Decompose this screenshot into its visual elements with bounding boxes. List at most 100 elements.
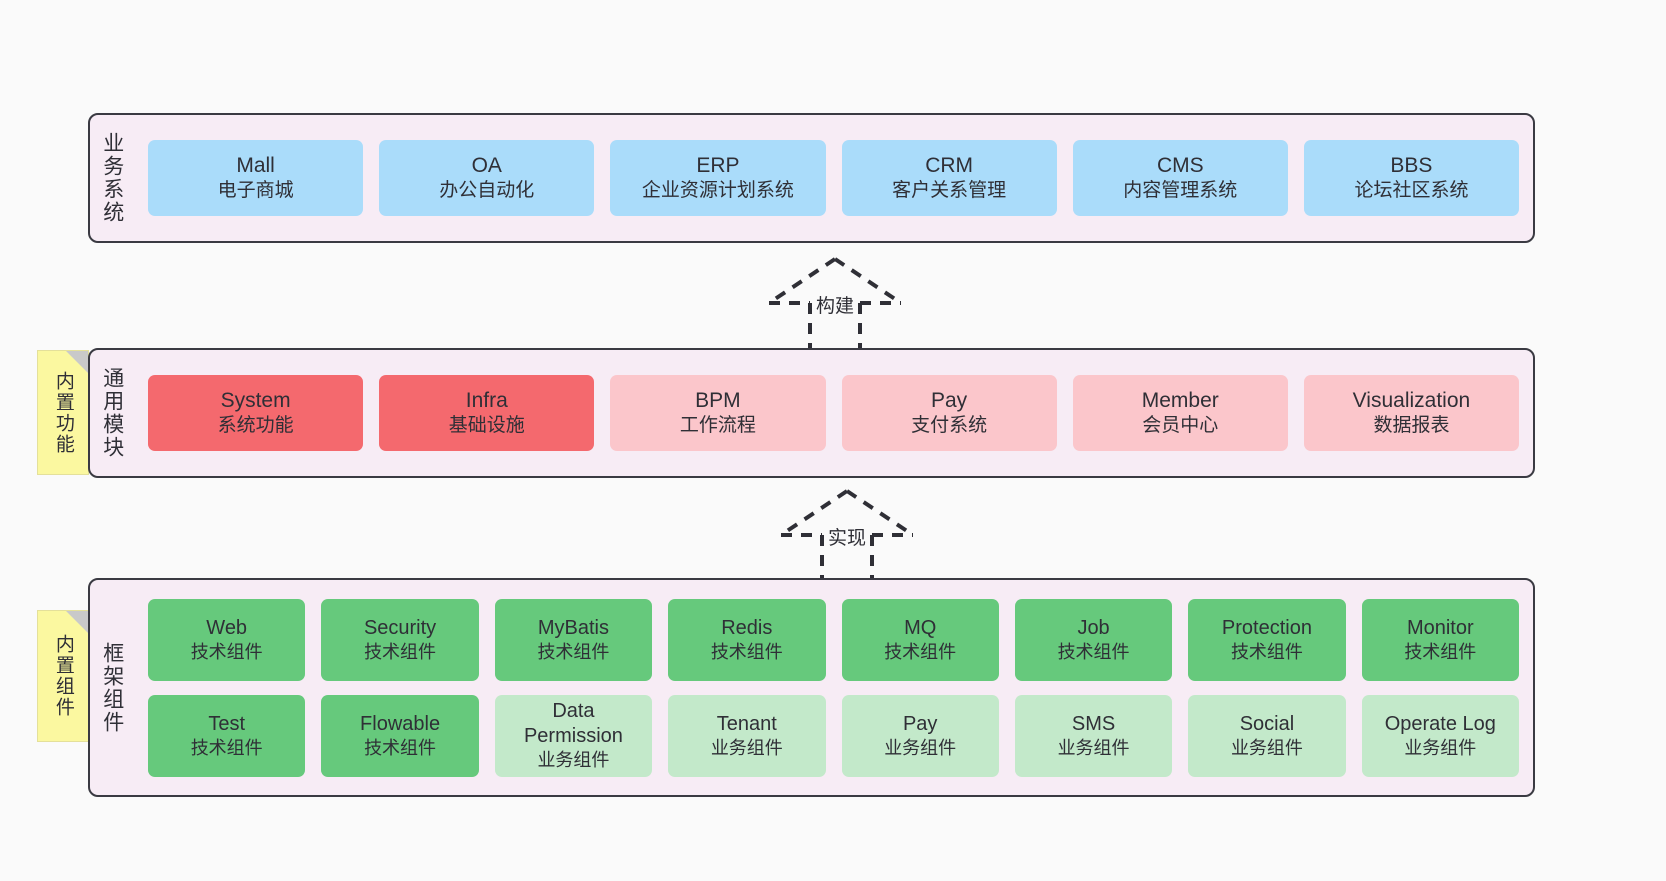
node-test-cn: 技术组件 — [190, 737, 263, 758]
node-bpm[interactable]: BPM 工作流程 — [610, 375, 826, 451]
row-common-modules: System 系统功能 Infra 基础设施 BPM 工作流程 Pay 支付系统… — [148, 375, 1520, 451]
node-tenant-cn: 业务组件 — [710, 737, 783, 758]
node-operate-log[interactable]: Operate Log 业务组件 — [1361, 694, 1519, 777]
node-infra-cn: 基础设施 — [448, 415, 525, 437]
node-mybatis-en: MyBatis — [537, 616, 609, 639]
node-social-en: Social — [1239, 712, 1295, 735]
node-monitor[interactable]: Monitor 技术组件 — [1361, 598, 1519, 681]
row-business-systems: Mall 电子商城 OA 办公自动化 ERP 企业资源计划系统 CRM 客户关系… — [148, 140, 1520, 216]
node-web[interactable]: Web 技术组件 — [148, 598, 306, 681]
node-crm-cn: 客户关系管理 — [892, 180, 1007, 202]
node-member-cn: 会员中心 — [1142, 415, 1219, 437]
layer-title-business-system: 业务系统 — [100, 132, 124, 224]
node-protection-cn: 技术组件 — [1230, 641, 1303, 662]
node-mybatis-cn: 技术组件 — [537, 641, 610, 662]
node-sms-cn: 业务组件 — [1057, 737, 1130, 758]
node-system-en: System — [220, 389, 291, 412]
row-business-components: Test 技术组件 Flowable 技术组件 Data Permission … — [148, 694, 1519, 777]
node-cms-en: CMS — [1156, 154, 1204, 177]
node-crm[interactable]: CRM 客户关系管理 — [841, 140, 1057, 216]
node-visualization-en: Visualization — [1352, 389, 1471, 412]
arrowhead-left-edge — [767, 257, 837, 305]
node-social[interactable]: Social 业务组件 — [1188, 694, 1346, 777]
node-flowable[interactable]: Flowable 技术组件 — [321, 694, 479, 777]
node-pay-component-cn: 业务组件 — [884, 737, 957, 758]
node-job[interactable]: Job 技术组件 — [1014, 598, 1173, 681]
node-infra-en: Infra — [465, 389, 508, 412]
node-mq-cn: 技术组件 — [884, 641, 957, 662]
connector-implement-label: 实现 — [824, 523, 870, 550]
layer-body-common-module: System 系统功能 Infra 基础设施 BPM 工作流程 Pay 支付系统… — [134, 350, 1533, 476]
sticky-note-builtin-function-label: 内置功能 — [52, 370, 74, 455]
node-test-en: Test — [208, 712, 246, 735]
sticky-note-builtin-component-label: 内置组件 — [52, 634, 74, 718]
node-data-permission-en: Data Permission — [523, 700, 623, 748]
arrowhead-left-edge — [779, 489, 849, 537]
node-erp[interactable]: ERP 企业资源计划系统 — [610, 140, 826, 216]
node-security[interactable]: Security 技术组件 — [321, 598, 479, 681]
node-pay-module-cn: 支付系统 — [911, 415, 988, 437]
node-infra[interactable]: Infra 基础设施 — [379, 375, 595, 451]
node-bpm-cn: 工作流程 — [679, 415, 756, 437]
node-visualization-cn: 数据报表 — [1373, 415, 1450, 437]
node-monitor-en: Monitor — [1406, 616, 1474, 639]
node-redis-cn: 技术组件 — [710, 641, 783, 662]
node-erp-en: ERP — [696, 154, 740, 177]
connector-implement-arrow: 实现 — [772, 487, 922, 585]
node-mq[interactable]: MQ 技术组件 — [841, 598, 999, 681]
arrowhead-right-edge — [833, 257, 903, 305]
node-security-cn: 技术组件 — [364, 641, 437, 662]
row-tech-components: Web 技术组件 Security 技术组件 MyBatis 技术组件 Redi… — [148, 598, 1519, 681]
node-visualization[interactable]: Visualization 数据报表 — [1303, 375, 1520, 451]
node-sms[interactable]: SMS 业务组件 — [1014, 694, 1173, 777]
layer-body-framework-component: Web 技术组件 Security 技术组件 MyBatis 技术组件 Redi… — [134, 580, 1533, 795]
node-erp-cn: 企业资源计划系统 — [641, 180, 794, 202]
node-mybatis[interactable]: MyBatis 技术组件 — [494, 598, 653, 681]
layer-title-common-module: 通用模块 — [100, 367, 124, 459]
layer-framework-component: 框架组件 Web 技术组件 Security 技术组件 MyBatis 技术组件… — [88, 578, 1535, 797]
node-tenant-en: Tenant — [716, 712, 777, 735]
node-data-permission[interactable]: Data Permission 业务组件 — [494, 694, 653, 777]
node-job-en: Job — [1077, 616, 1110, 639]
node-cms-cn: 内容管理系统 — [1123, 180, 1238, 202]
node-mall[interactable]: Mall 电子商城 — [148, 140, 364, 216]
connector-build-arrow: 构建 — [760, 255, 910, 353]
node-mall-cn: 电子商城 — [217, 180, 294, 202]
node-protection[interactable]: Protection 技术组件 — [1188, 598, 1346, 681]
node-bbs-cn: 论坛社区系统 — [1354, 180, 1469, 202]
node-operate-log-cn: 业务组件 — [1404, 737, 1477, 758]
node-crm-en: CRM — [925, 154, 974, 177]
node-oa-cn: 办公自动化 — [439, 180, 535, 202]
node-sms-en: SMS — [1071, 712, 1116, 735]
node-pay-component[interactable]: Pay 业务组件 — [841, 694, 999, 777]
node-flowable-en: Flowable — [360, 712, 441, 735]
node-bbs-en: BBS — [1390, 154, 1433, 177]
node-oa[interactable]: OA 办公自动化 — [379, 140, 595, 216]
node-job-cn: 技术组件 — [1057, 641, 1130, 662]
sticky-note-builtin-function: 内置功能 — [37, 350, 89, 475]
node-redis[interactable]: Redis 技术组件 — [668, 598, 826, 681]
node-security-en: Security — [363, 616, 437, 639]
node-cms[interactable]: CMS 内容管理系统 — [1072, 140, 1288, 216]
node-tenant[interactable]: Tenant 业务组件 — [668, 694, 826, 777]
node-operate-log-en: Operate Log — [1384, 712, 1496, 735]
node-pay-module[interactable]: Pay 支付系统 — [841, 375, 1057, 451]
node-system-cn: 系统功能 — [217, 415, 294, 437]
node-social-cn: 业务组件 — [1230, 737, 1303, 758]
node-system[interactable]: System 系统功能 — [148, 375, 364, 451]
node-pay-component-en: Pay — [902, 712, 938, 735]
connector-build-label: 构建 — [812, 291, 858, 318]
node-test[interactable]: Test 技术组件 — [148, 694, 306, 777]
node-web-en: Web — [206, 616, 248, 639]
node-web-cn: 技术组件 — [190, 641, 263, 662]
arrowhead-right-edge — [845, 489, 915, 537]
node-bbs[interactable]: BBS 论坛社区系统 — [1303, 140, 1520, 216]
node-member[interactable]: Member 会员中心 — [1072, 375, 1288, 451]
sticky-note-builtin-component: 内置组件 — [37, 610, 89, 742]
node-oa-en: OA — [471, 154, 502, 177]
node-protection-en: Protection — [1221, 616, 1312, 639]
node-flowable-cn: 技术组件 — [364, 737, 437, 758]
node-pay-module-en: Pay — [931, 389, 968, 412]
node-redis-en: Redis — [721, 616, 773, 639]
